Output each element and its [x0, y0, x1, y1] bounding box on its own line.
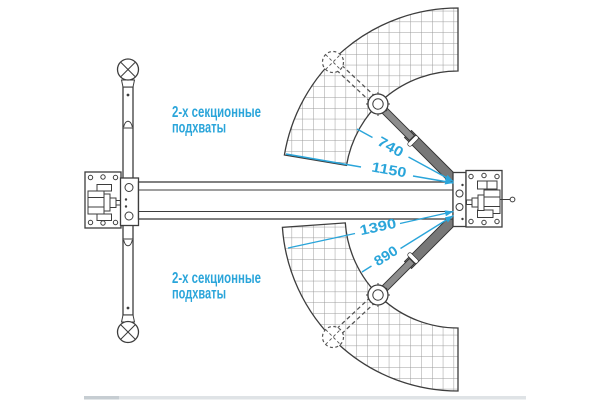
dim-upper-min-reach: 740 — [375, 133, 407, 160]
svg-text:подхваты: подхваты — [172, 120, 226, 137]
right-beam-bracket — [452, 171, 467, 228]
leader-1390-arrow — [399, 210, 454, 225]
bottom-swivel-pad-icon — [116, 314, 140, 344]
dim-lower-min-reach: 890 — [371, 242, 401, 269]
lower-arm-phantom-section — [321, 292, 381, 349]
leader-1150-arrow — [412, 175, 454, 185]
right-carriage-mechanism — [466, 180, 516, 218]
leader-1150-start — [285, 153, 362, 168]
svg-text:подхваты: подхваты — [172, 286, 226, 303]
leader-1390-start — [287, 232, 356, 249]
leader-890-start — [361, 265, 372, 273]
svg-text:2-х секционные: 2-х секционные — [172, 104, 261, 121]
dim-upper-max-reach: 1150 — [370, 159, 407, 181]
left-beam-bracket — [119, 177, 140, 227]
lower-swing-arm — [366, 210, 463, 307]
upper-arms-caption: 2-х секционные подхваты — [172, 104, 261, 137]
dimension-leaders — [285, 128, 454, 273]
lower-arm-elbow-joint-icon — [366, 283, 390, 307]
svg-text:2-х секционные: 2-х секционные — [172, 270, 261, 287]
crossbeam — [137, 181, 454, 220]
right-shaft — [500, 196, 516, 203]
upper-arm-elbow-joint-icon — [366, 92, 390, 116]
upper-swing-arm — [366, 92, 463, 189]
left-carriage-mechanism — [87, 184, 123, 221]
leader-740-arrow — [408, 156, 454, 183]
dim-lower-max-reach: 1390 — [358, 215, 398, 238]
leader-890-arrow — [400, 214, 454, 250]
lower-swing-range-area — [281, 222, 459, 392]
bolt-holes — [87, 174, 119, 226]
bolt-holes — [468, 172, 500, 226]
top-swivel-pad-icon — [116, 58, 140, 88]
upper-arm-phantom-section — [321, 50, 381, 107]
leader-740-start — [356, 128, 373, 139]
upper-swing-range-area — [283, 7, 459, 167]
floor-line — [84, 396, 526, 400]
lower-arms-caption: 2-х секционные подхваты — [172, 270, 261, 303]
